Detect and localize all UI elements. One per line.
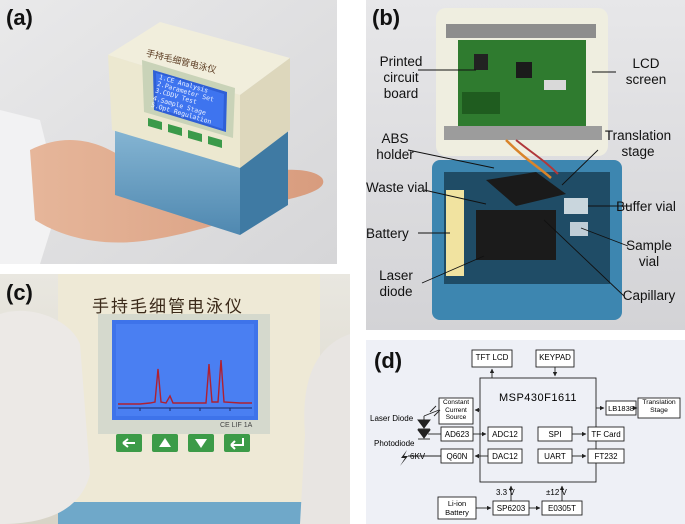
panel-label-a: (a): [6, 5, 33, 30]
label-waste-vial: Waste vial: [366, 180, 428, 195]
panel-d-block-diagram: TFT LCD KEYPAD MSP430F1611 Constant Curr…: [366, 340, 685, 524]
block-uart: UART: [544, 452, 566, 461]
block-translation-stage: Translation Stage: [642, 399, 676, 414]
label-sample-vial: Sample vial: [626, 238, 672, 269]
device-c-model: CE LIF 1A: [220, 422, 253, 429]
block-q60n: Q60N: [446, 452, 468, 461]
keypad-buttons: [116, 434, 250, 452]
block-tft-lcd: TFT LCD: [475, 353, 509, 362]
block-dac12: DAC12: [492, 452, 518, 461]
block-ft232: FT232: [594, 452, 618, 461]
keypad-buttons: [148, 118, 222, 148]
label-6kv: 6KV: [410, 452, 426, 461]
block-sp6203: SP6203: [496, 504, 526, 513]
label-translation-stage: Translation stage: [604, 128, 672, 159]
device-interior-photo: [366, 0, 685, 330]
label-photodiode: Photodiode: [374, 439, 415, 448]
panel-label-b: (b): [372, 5, 401, 30]
block-keypad: KEYPAD: [539, 353, 571, 362]
label-3v3: 3.3 V: [496, 488, 515, 497]
label-abs-holder: ABS holder: [376, 131, 414, 162]
electropherogram-device-photo: [0, 274, 350, 524]
label-lcd-screen: LCD screen: [625, 56, 667, 87]
block-ad623: AD623: [444, 430, 470, 439]
block-li-ion-battery: Li-ion Battery: [445, 499, 469, 517]
panel-label-d: (d): [374, 348, 403, 373]
panel-label-c: (c): [6, 280, 33, 305]
block-mcu: MSP430F1611: [498, 392, 578, 404]
block-tf-card: TF Card: [591, 430, 621, 439]
block-lb1838: LB1838: [608, 404, 634, 413]
panel-b-photo: Printed circuit board LCD screen ABS hol…: [366, 0, 685, 330]
device-c-title: 手持毛细管电泳仪: [92, 297, 244, 317]
label-laser-diode: Laser diode: [379, 268, 413, 299]
block-adc12: ADC12: [492, 430, 518, 439]
panel-c-photo: 手持毛细管电泳仪 CE LIF 1A (c): [0, 274, 350, 524]
block-e0305t: E0305T: [547, 504, 577, 513]
electropherogram-trace: [118, 359, 252, 405]
block-diagram: [400, 349, 681, 520]
label-battery: Battery: [366, 226, 409, 241]
block-spi: SPI: [548, 430, 562, 439]
leader-lines: [407, 69, 631, 297]
label-laser-diode: Laser Diode: [370, 414, 414, 423]
label-capillary: Capillary: [622, 288, 676, 303]
laser-diode-symbol: [417, 405, 441, 430]
label-12v: ±12 V: [546, 488, 567, 497]
label-buffer-vial: Buffer vial: [616, 199, 676, 214]
high-voltage-icon: [400, 450, 408, 466]
panel-a-photo: 手持毛细管电泳仪 1.CE Analysis 2.Parameter Set 3…: [0, 0, 337, 264]
label-printed-circuit-board: Printed circuit board: [379, 54, 423, 101]
block-constant-current-source: Constant Current Source: [442, 399, 470, 421]
photodiode-symbol: [417, 429, 431, 440]
handheld-device-photo: [0, 0, 337, 264]
